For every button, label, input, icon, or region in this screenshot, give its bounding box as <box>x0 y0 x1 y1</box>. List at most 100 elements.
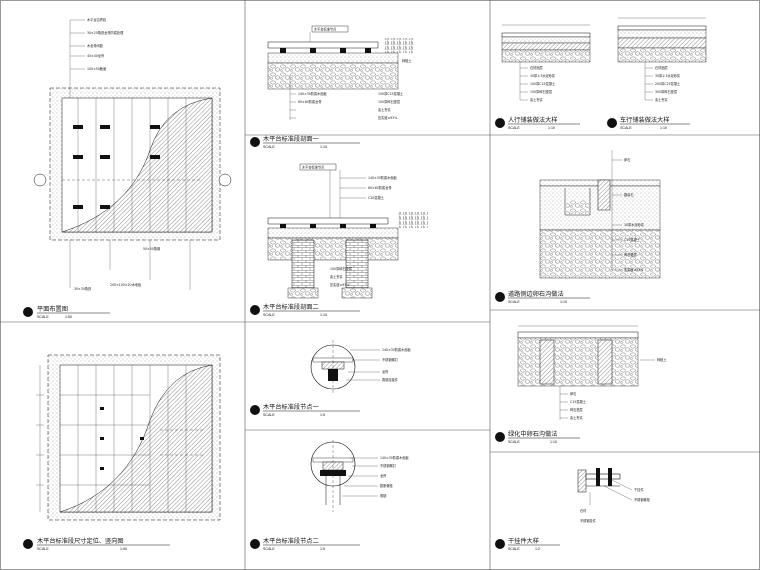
p8-title: 车行铺装做法大样 <box>620 116 670 124</box>
p6-scale: 1:50 <box>120 547 127 551</box>
p8-note-a: 石材面层 <box>655 65 668 70</box>
p6-scale-label: SCALE <box>37 547 49 551</box>
p5-title: 木平台标准段节点二 <box>263 537 319 545</box>
p10-scale: 1:10 <box>550 440 557 444</box>
panel-node-two: 140×30防腐木面板 不锈钢螺钉 龙骨 膨胀螺栓 角钢 木平台标准段节点二 S… <box>250 440 410 551</box>
p2-title-bullet <box>250 137 260 147</box>
panel-plan-layout: 木平台边界线 30×20角铁龙骨防腐处理 木龙骨间距 40×40龙骨 100×5… <box>23 17 232 319</box>
p9-note-d: C15混凝土 <box>624 237 641 242</box>
p6-title: 木平台标准段尺寸定位、竖向图 <box>37 537 124 545</box>
p10-note-e: 素土夯实 <box>570 415 583 420</box>
p11-title-bullet <box>495 539 505 549</box>
p4-title: 木平台标准段节点一 <box>263 403 319 411</box>
p8-note-b: 30厚1:3水泥砂浆 <box>655 73 681 78</box>
p3-note-e: 素土夯实 <box>330 274 343 279</box>
p9-scale-label: SCALE <box>508 300 520 304</box>
panel-greenery-ditch: 种植土 卵石 C15混凝土 碎石垫层 素土夯实 绿化中卵石沟做法 SCALE 1… <box>495 325 667 444</box>
p8-title-bullet <box>607 118 617 128</box>
p5-scale-label: SCALE <box>263 547 275 551</box>
p7-title: 人行铺装做法大样 <box>508 116 558 124</box>
p8-note-e: 素土夯实 <box>655 97 668 102</box>
p4-scale: 1:5 <box>320 413 325 417</box>
p10-note-a: 种植土 <box>657 357 667 362</box>
p3-title-bullet <box>250 305 260 315</box>
p3-note-b: 60×60防腐龙骨 <box>368 185 392 190</box>
p7-scale-label: SCALE <box>508 126 520 130</box>
p5-note-c: 龙骨 <box>380 473 386 478</box>
p2-note-b: 60×60防腐龙骨 <box>298 99 322 104</box>
p1-title-bullet <box>23 307 33 317</box>
p5-note-d: 膨胀螺栓 <box>380 483 394 488</box>
p4-scale-label: SCALE <box>263 413 275 417</box>
p4-note-d: 角钢连接件 <box>382 377 399 382</box>
p7-note-d: 150厚碎石垫层 <box>530 89 552 94</box>
panel-section-two: 木平台标准节点 140×30防腐木面板 60×60防腐龙骨 C20混凝土 100… <box>250 163 428 317</box>
p11-note-c: 石材 <box>580 508 587 513</box>
p3-scale: 1:15 <box>320 313 327 317</box>
p7-scale: 1:10 <box>548 126 555 130</box>
p4-note-a: 140×30防腐木面板 <box>382 347 412 352</box>
panel-dimension-plan: 木平台标准段尺寸定位、竖向图 SCALE 1:50 <box>23 354 221 551</box>
p5-note-e: 角钢 <box>380 493 386 498</box>
p7-title-bullet <box>495 118 505 128</box>
p2-note-f: 压实度≥93% <box>378 115 397 120</box>
p10-note-d: 碎石垫层 <box>570 407 583 412</box>
p1-scale: 1:50 <box>65 315 72 319</box>
p10-note-b: 卵石 <box>570 391 576 396</box>
p8-note-d: 300厚碎石垫层 <box>655 89 677 94</box>
p2-note-d: 100厚碎石垫层 <box>378 99 400 104</box>
p3-note-c: C20混凝土 <box>368 195 385 200</box>
p1-title: 平面布置图 <box>37 305 68 313</box>
p3-title: 木平台标准段剖面二 <box>263 303 319 311</box>
p5-scale: 1:5 <box>320 547 325 551</box>
p11-scale: 1:2 <box>535 547 540 551</box>
panel-roadside-ditch: 卵石 路缘石 30厚水泥砂浆 C15混凝土 碎石垫层 压实度≥93% 道路侧边卵… <box>495 150 661 304</box>
panel-pedestrian-paving: 石材面层 30厚1:3水泥砂浆 100厚C15混凝土 150厚碎石垫层 素土夯实… <box>495 24 591 130</box>
p11-title: 干挂件大样 <box>508 537 539 545</box>
p10-note-c: C15混凝土 <box>570 399 587 404</box>
p1-note-4: 100×50截面 <box>87 66 106 71</box>
p8-scale: 1:10 <box>660 126 667 130</box>
p2-scale: 1:15 <box>320 145 327 149</box>
p2-scale-label: SCALE <box>263 145 275 149</box>
p4-note-b: 不锈钢螺钉 <box>382 357 399 362</box>
p7-note-b: 30厚1:3水泥砂浆 <box>530 73 556 78</box>
p3-note-a: 140×30防腐木面板 <box>368 175 398 180</box>
p3-scale-label: SCALE <box>263 313 275 317</box>
p1-note-5: 50×50角钢 <box>143 246 160 251</box>
p11-scale-label: SCALE <box>508 547 520 551</box>
panel-node-one: 140×30防腐木面板 不锈钢螺钉 龙骨 角钢连接件 木平台标准段节点一 SCA… <box>250 340 412 417</box>
p1-note-1: 30×20角铁龙骨防腐处理 <box>87 30 124 35</box>
p5-note-b: 不锈钢螺钉 <box>380 463 397 468</box>
p9-title-bullet <box>495 292 505 302</box>
panel-bracket-detail: 干挂件 不锈钢螺栓 石材 不锈钢挂件 干挂件大样 SCALE 1:2 <box>495 468 651 551</box>
p9-note-c: 30厚水泥砂浆 <box>624 222 645 227</box>
p8-note-c: 200厚C25混凝土 <box>655 81 681 86</box>
p2-note-c: 150厚C15混凝土 <box>378 91 404 96</box>
p7-note-c: 100厚C15混凝土 <box>530 81 556 86</box>
p2-note-e: 素土夯实 <box>378 107 391 112</box>
p11-note-d: 不锈钢挂件 <box>580 518 597 523</box>
p10-title: 绿化中卵石沟做法 <box>508 430 558 438</box>
p1-note-0: 木平台边界线 <box>87 17 107 22</box>
p1-note-3: 40×40龙骨 <box>87 53 104 58</box>
p1-note-6: 200×100×20木地板 <box>110 282 142 287</box>
p10-scale-label: SCALE <box>508 440 520 444</box>
p5-note-a: 140×30防腐木面板 <box>380 455 410 460</box>
panel-vehicle-paving: 石材面层 30厚1:3水泥砂浆 200厚C25混凝土 300厚碎石垫层 素土夯实… <box>607 17 707 130</box>
p6-title-bullet <box>23 539 33 549</box>
p2-tag: 木平台标准节点 <box>314 27 337 32</box>
p1-note-2: 木龙骨间距 <box>87 43 104 48</box>
p3-note-f: 压实度≥93% <box>330 282 349 287</box>
p5-title-bullet <box>250 539 260 549</box>
p4-note-c: 龙骨 <box>382 369 388 374</box>
panel-section-one: 木平台标准节点 种植土 140×30防腐木面板 60×60防腐龙骨 150厚C1… <box>250 25 414 149</box>
p8-scale-label: SCALE <box>620 126 632 130</box>
p2-note-soil: 种植土 <box>402 58 412 63</box>
p10-title-bullet <box>495 432 505 442</box>
p3-tag: 木平台标准节点 <box>302 165 325 170</box>
p9-note-a: 卵石 <box>624 157 630 162</box>
p1-scale-label: SCALE <box>37 315 49 319</box>
p9-title: 道路侧边卵石沟做法 <box>508 290 564 298</box>
